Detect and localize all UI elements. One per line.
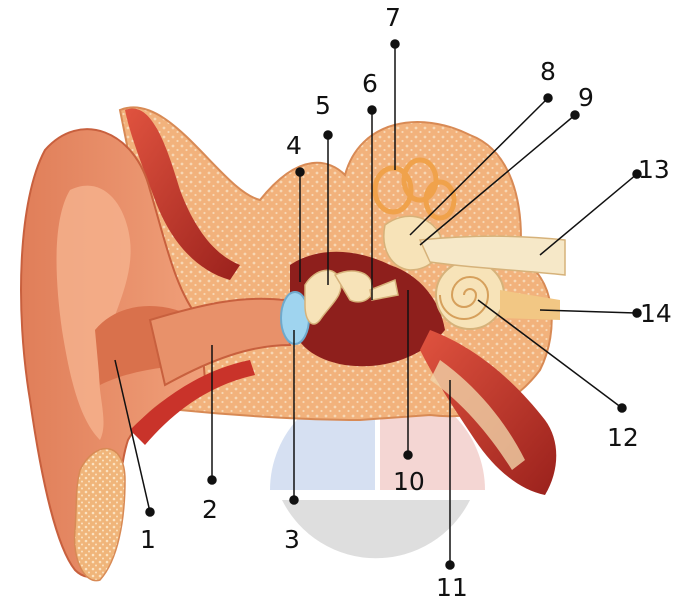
callout-8: 8 — [540, 57, 556, 86]
callout-14: 14 — [640, 299, 672, 328]
callout-1: 1 — [140, 525, 156, 554]
callout-5: 5 — [315, 91, 331, 120]
callout-12: 12 — [607, 423, 639, 452]
ear-lobe — [75, 449, 125, 581]
callout-6: 6 — [362, 69, 378, 98]
callout-3: 3 — [284, 525, 300, 554]
callout-9: 9 — [578, 83, 594, 112]
callout-11: 11 — [436, 573, 468, 602]
callout-7: 7 — [385, 3, 401, 32]
cochlea — [436, 261, 504, 329]
callout-13: 13 — [638, 155, 670, 184]
callout-10: 10 — [393, 467, 425, 496]
callout-2: 2 — [202, 495, 218, 524]
callout-4: 4 — [286, 131, 302, 160]
